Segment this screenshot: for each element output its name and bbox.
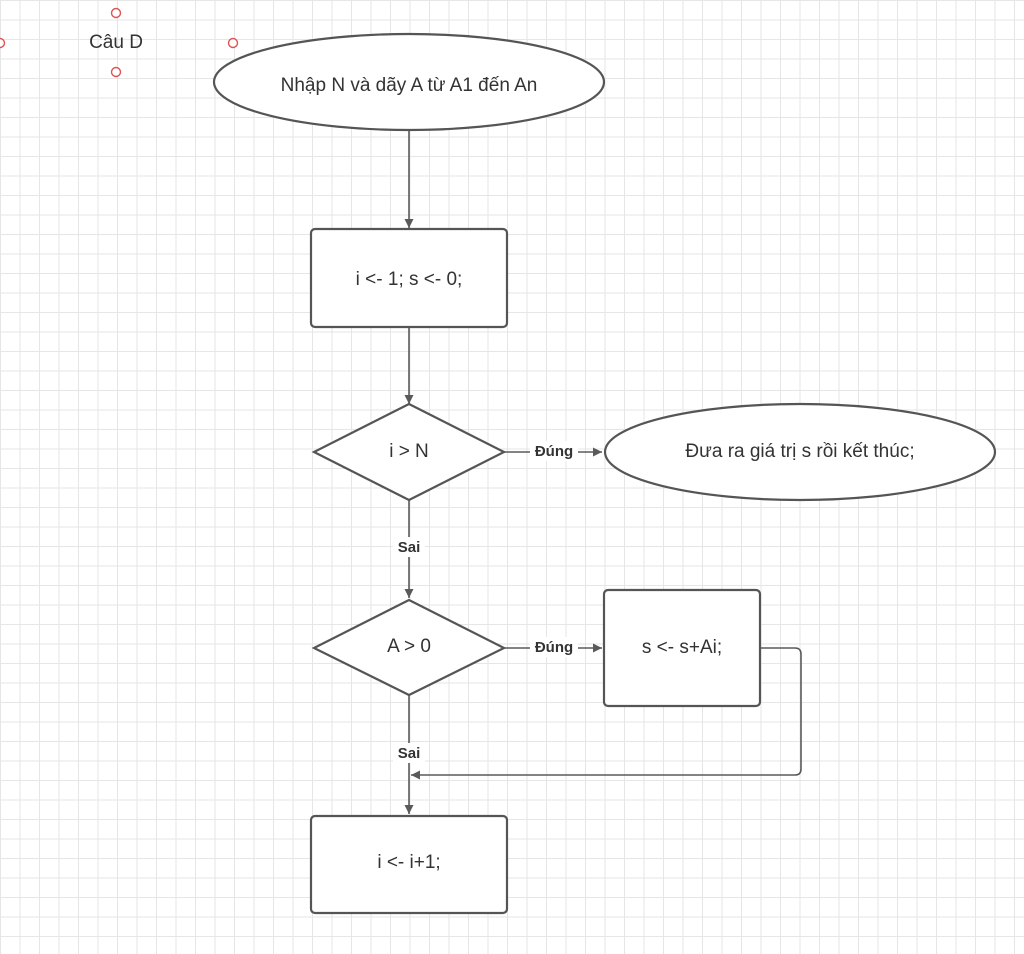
selected-text-label[interactable]: Câu D bbox=[0, 7, 239, 78]
node-start[interactable]: Nhập N và dãy A từ A1 đến An bbox=[212, 32, 606, 132]
node-cond2[interactable]: A > 0 bbox=[311, 598, 507, 697]
edge-label-cond2-true-group: Đúng bbox=[530, 637, 578, 657]
node-end-label: Đưa ra giá trị s rồi kết thúc; bbox=[685, 441, 914, 462]
text-label-cau-d: Câu D bbox=[89, 32, 143, 53]
process-shape bbox=[602, 588, 762, 708]
node-cond1-label: i > N bbox=[389, 441, 429, 462]
edge-label-cond2-false: Sai bbox=[398, 745, 421, 762]
edge-label-cond2-true: Đúng bbox=[535, 639, 573, 656]
decision-shape bbox=[311, 598, 507, 697]
process-shape bbox=[309, 814, 509, 915]
node-cond1[interactable]: i > N bbox=[311, 402, 507, 502]
connector-add-to-merge[interactable] bbox=[411, 647, 802, 780]
node-start-label: Nhập N và dãy A từ A1 đến An bbox=[281, 75, 538, 96]
selection-handle-right[interactable] bbox=[227, 37, 239, 49]
edge-label-cond2-false-group: Sai bbox=[393, 743, 425, 763]
terminator-shape bbox=[212, 32, 606, 132]
node-cond2-label: A > 0 bbox=[387, 636, 431, 657]
decision-shape bbox=[311, 402, 507, 502]
edge-label-cond1-true-group: Đúng bbox=[530, 441, 578, 461]
node-end[interactable]: Đưa ra giá trị s rồi kết thúc; bbox=[603, 402, 997, 502]
terminator-shape bbox=[603, 402, 997, 502]
node-add-label: s <- s+Ai; bbox=[642, 637, 722, 658]
node-inc[interactable]: i <- i+1; bbox=[309, 814, 509, 915]
edge-label-cond1-false-group: Sai bbox=[393, 537, 425, 557]
node-inc-label: i <- i+1; bbox=[377, 852, 440, 873]
node-add[interactable]: s <- s+Ai; bbox=[602, 588, 762, 708]
selection-handle-top[interactable] bbox=[110, 7, 122, 19]
selection-handle-bottom[interactable] bbox=[110, 66, 122, 78]
process-shape bbox=[309, 227, 509, 329]
selection-handle-left[interactable] bbox=[0, 37, 6, 49]
edge-label-cond1-true: Đúng bbox=[535, 443, 573, 460]
node-init-label: i <- 1; s <- 0; bbox=[356, 269, 463, 290]
edge-label-cond1-false: Sai bbox=[398, 539, 421, 556]
node-init[interactable]: i <- 1; s <- 0; bbox=[309, 227, 509, 329]
